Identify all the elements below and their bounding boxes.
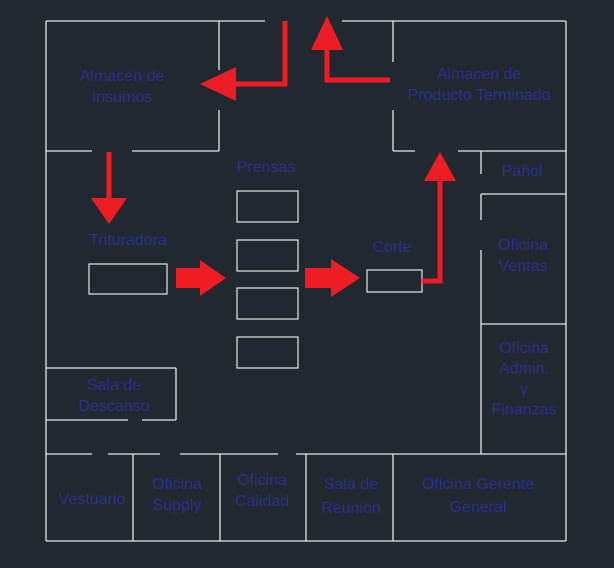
label-line: Sala de [87,377,141,394]
prensa-machine-2[interactable] [236,239,299,272]
label-almacen-producto: Almacen de Producto Terminado [408,66,551,104]
walls [45,20,567,542]
label-line: General [450,499,507,516]
label-line: Oficina [237,472,287,489]
label-line: Almacén de [80,68,165,85]
prensa-machine-1[interactable] [236,190,299,223]
machines [88,190,423,369]
prensa-machine-4[interactable] [236,336,299,369]
label-line: Oficina Gerente [422,476,534,493]
flow-arrow-corte-producto [422,152,456,284]
label-vestuario: Vestuario [59,491,126,508]
label-trituradora: Trituradora [89,232,167,249]
room-labels: Almacén de Insumos Almacen de Producto Ter… [59,66,557,517]
label-line: Reunion [321,500,381,517]
label-line: Prensas [237,159,296,176]
label-line: Oficina [152,476,202,493]
label-line: Producto Terminado [408,87,551,104]
label-line: y [520,381,528,398]
label-line: Sala de [324,476,378,493]
label-line: Oficina [499,340,549,357]
corte-machine[interactable] [366,269,423,293]
label-line: Descanso [78,398,149,415]
flow-arrow-insumos-trituradora [91,152,127,224]
flow-arrow-prensas-corte [305,259,360,297]
label-corte: Corte [372,239,411,256]
label-line: Vestuario [59,491,126,508]
flow-arrow-entry-insumos [200,21,288,101]
label-sala-descanso: Sala de Descanso [78,377,149,415]
trituradora-machine[interactable] [88,263,168,295]
label-sala-reunion: Sala de Reunion [321,476,381,517]
label-line: Corte [372,239,411,256]
label-line: Pañol [502,163,543,180]
label-line: Ventas [499,258,548,275]
label-line: Trituradora [89,232,167,249]
process-flow [91,16,456,297]
flow-arrow-trituradora-prensas [176,260,226,296]
label-line: Insumos [92,89,152,106]
label-line: Supply [153,497,202,514]
flow-arrow-producto-exit [311,16,390,83]
prensa-machine-3[interactable] [236,287,299,320]
label-line: Admin. [499,361,549,378]
label-line: Calidad [235,493,289,510]
label-almacen-insumos: Almacén de Insumos [80,68,165,106]
label-line: Oficina [498,237,548,254]
label-prensas: Prensas [237,159,296,176]
label-panol: Pañol [502,163,543,180]
label-line: Finanzas [492,402,557,419]
label-line: Almacen de [437,66,522,83]
